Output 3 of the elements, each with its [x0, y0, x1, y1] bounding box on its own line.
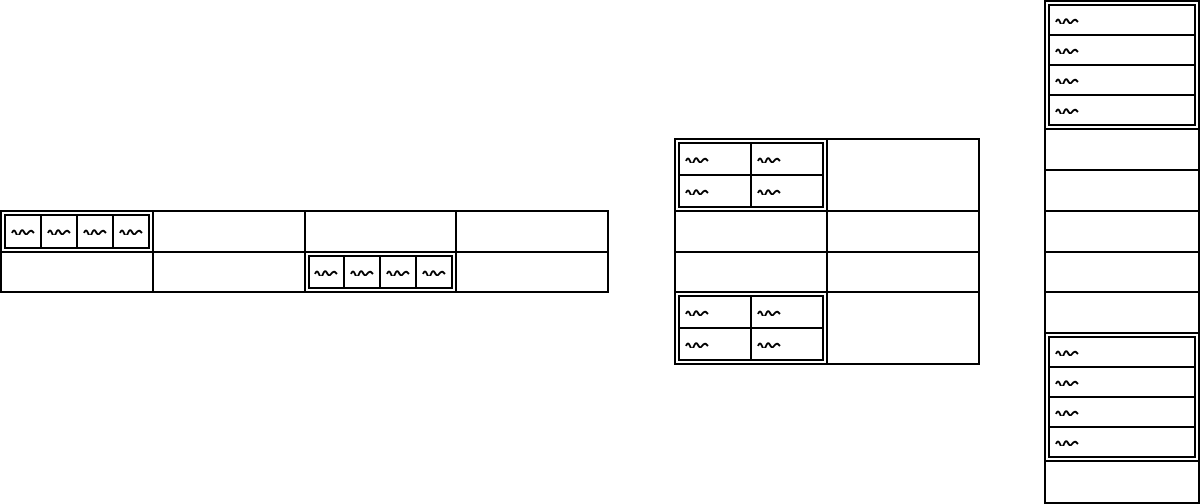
- table: [1044, 0, 1200, 504]
- table: [674, 138, 980, 365]
- table: [0, 210, 609, 293]
